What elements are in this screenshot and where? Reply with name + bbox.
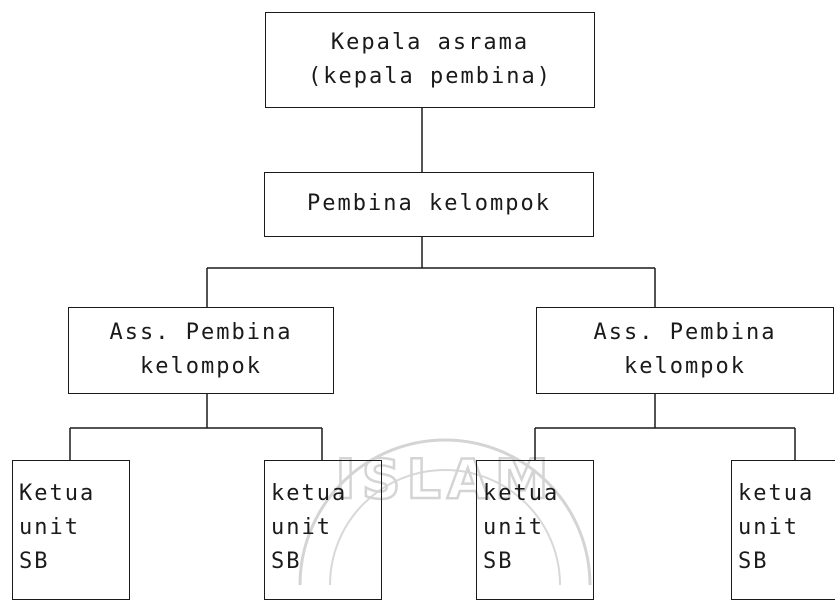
node-unit-1-line3: SB [19,549,50,574]
node-unit-1-line1: Ketua [19,481,96,506]
node-unit-2-line2: unit [271,515,332,540]
watermark-seal: ISLAM [298,438,592,585]
node-unit-2-line1: ketua [271,481,348,506]
node-unit-4-line1: ketua [738,481,815,506]
node-unit-4-line2: unit [738,515,799,540]
node-unit-4: ketua unit SB [731,460,835,600]
node-group-supervisor-line1: Pembina kelompok [307,191,551,216]
node-unit-3-line3: SB [483,549,514,574]
node-unit-3-line1: ketua [483,481,560,506]
node-head-line2: (kepala pembina) [308,64,552,89]
node-unit-2-line3: SB [271,549,302,574]
node-unit-1-line2: unit [19,515,80,540]
node-assistant-right-line2: kelompok [624,354,746,379]
node-unit-4-line3: SB [738,549,769,574]
connector-lines [69,108,796,460]
node-head-line1: Kepala asrama [330,30,530,55]
node-unit-3: ketua unit SB [476,460,594,600]
node-group-supervisor: Pembina kelompok [264,172,594,237]
node-unit-3-line2: unit [483,515,544,540]
node-assistant-left-line1: Ass. Pembina [109,320,293,345]
node-head: Kepala asrama (kepala pembina) [265,12,595,108]
watermark-text: ISLAM [336,448,555,511]
node-assistant-left: Ass. Pembina kelompok [68,307,334,394]
node-unit-1: Ketua unit SB [12,460,130,600]
node-assistant-right-line1: Ass. Pembina [593,320,777,345]
node-unit-2: ketua unit SB [264,460,382,600]
node-assistant-left-line2: kelompok [140,354,262,379]
org-chart-connectors: ISLAM [69,108,796,585]
node-assistant-right: Ass. Pembina kelompok [536,307,834,394]
